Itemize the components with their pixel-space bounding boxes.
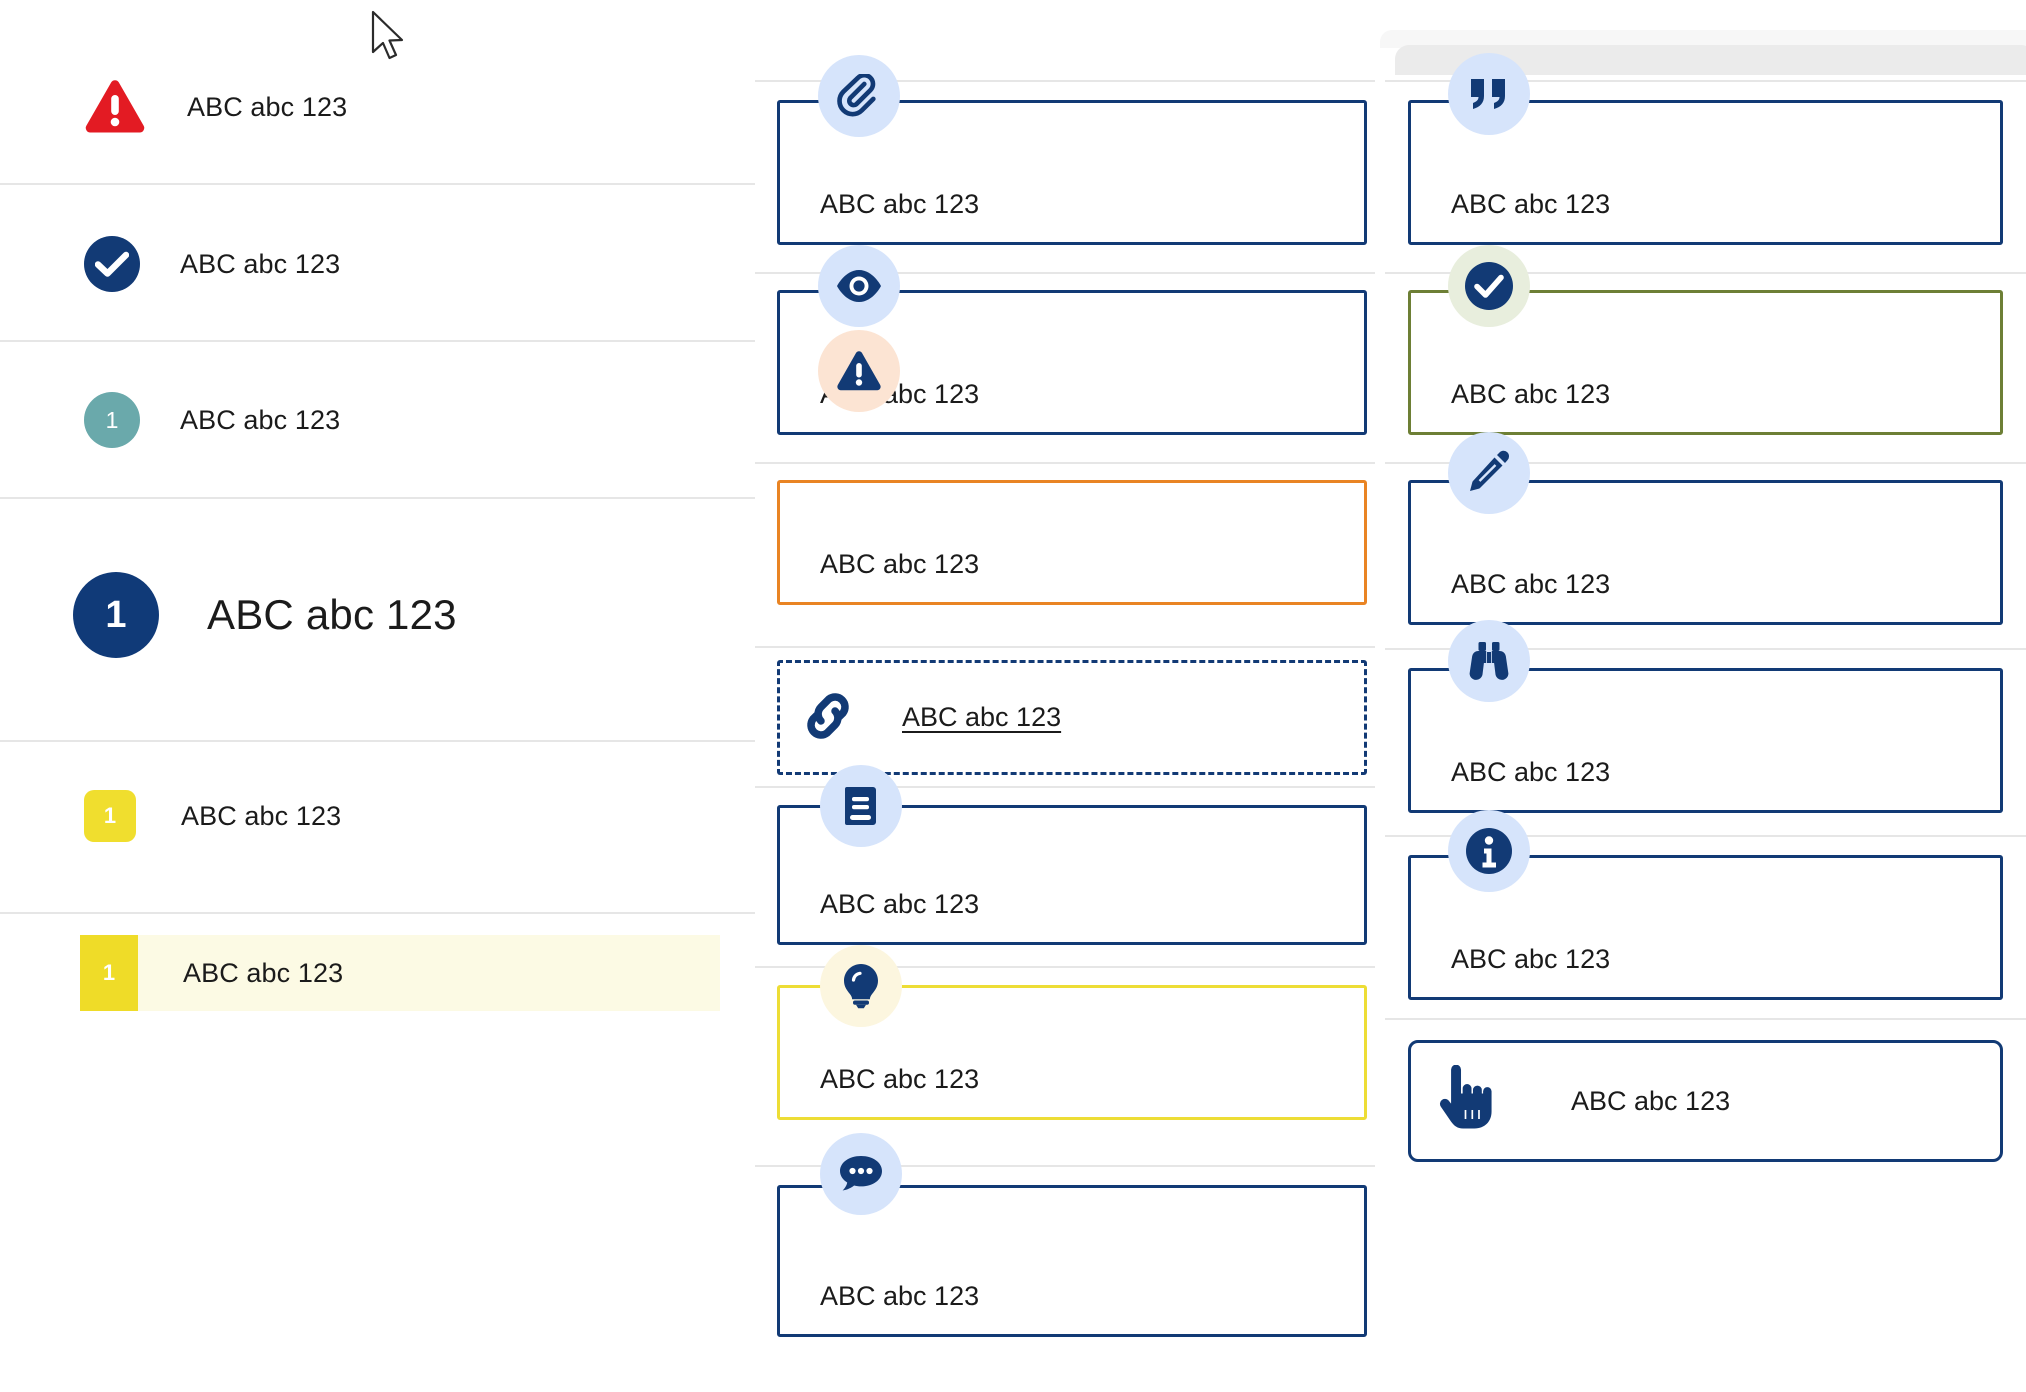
list-item-label: ABC abc 123: [183, 957, 344, 988]
divider: [755, 786, 1375, 788]
card-label: ABC abc 123: [1451, 757, 1611, 787]
divider: [1385, 272, 2026, 274]
list-item[interactable]: 1 ABC abc 123: [84, 390, 340, 450]
badge-value: 1: [102, 960, 116, 985]
card-attachment[interactable]: ABC abc 123: [777, 100, 1367, 245]
divider: [1385, 80, 2026, 82]
number-badge-icon: 1: [80, 935, 138, 1011]
badge-value: 1: [103, 803, 117, 828]
list-item[interactable]: ABC abc 123: [84, 234, 340, 294]
mouse-pointer-icon: [370, 10, 410, 66]
eye-icon: [818, 245, 900, 327]
divider: [1385, 1018, 2026, 1020]
avatar-badge-large-icon: 1: [73, 572, 159, 658]
avatar-value: 1: [105, 593, 127, 636]
chat-bubble-icon: [820, 1133, 902, 1215]
divider: [0, 340, 755, 342]
card-label: ABC abc 123: [1451, 569, 1611, 599]
check-circle-icon: [1448, 245, 1530, 327]
divider: [1385, 648, 2026, 650]
list-item-label: ABC abc 123: [187, 91, 348, 122]
card-action[interactable]: ABC abc 123: [1408, 1040, 2003, 1162]
info-circle-icon: [1448, 810, 1530, 892]
left-column: ABC abc 123 ABC abc 123 1 ABC abc 123 1 …: [0, 0, 755, 1392]
link-chain-icon: [800, 690, 856, 747]
avatar-value: 1: [105, 406, 119, 433]
list-item[interactable]: ABC abc 123: [84, 72, 347, 142]
card-label: ABC abc 123: [820, 549, 980, 579]
list-item-selected[interactable]: 1 ABC abc 123: [80, 935, 720, 1011]
divider: [755, 1165, 1375, 1167]
card-warning[interactable]: ABC abc 123: [777, 480, 1367, 605]
warning-triangle-icon: [84, 79, 146, 135]
divider: [0, 183, 755, 185]
pointing-hand-icon: [1436, 1064, 1498, 1144]
binoculars-icon: [1448, 620, 1530, 702]
divider: [0, 740, 755, 742]
list-item-label: ABC abc 123: [181, 800, 342, 831]
divider: [755, 462, 1375, 464]
warning-triangle-icon: [818, 330, 900, 412]
card-label: ABC abc 123: [1451, 379, 1611, 409]
divider: [1385, 462, 2026, 464]
divider: [755, 646, 1375, 648]
list-item-label: ABC abc 123: [180, 404, 341, 435]
card-link[interactable]: ABC abc 123: [777, 660, 1367, 775]
card-label: ABC abc 123: [820, 1281, 980, 1311]
divider: [755, 966, 1375, 968]
divider: [1385, 835, 2026, 837]
lightbulb-icon: [820, 945, 902, 1027]
avatar-badge-icon: 1: [84, 392, 140, 448]
divider: [755, 80, 1375, 82]
card-label: ABC abc 123: [820, 1064, 980, 1094]
quote-icon: [1448, 53, 1530, 135]
number-badge-icon: 1: [84, 790, 136, 842]
top-panel-shadow: [1380, 30, 2026, 48]
book-icon: [820, 765, 902, 847]
list-item-label: ABC abc 123: [207, 591, 457, 638]
check-circle-icon: [84, 236, 140, 292]
card-label: ABC abc 123: [1451, 944, 1611, 974]
card-label: ABC abc 123: [820, 889, 980, 919]
card-label: ABC abc 123: [1571, 1085, 1731, 1116]
paperclip-icon: [818, 55, 900, 137]
card-label: ABC abc 123: [1451, 189, 1611, 219]
divider: [0, 497, 755, 499]
card-label: ABC abc 123: [820, 189, 980, 219]
card-link-label[interactable]: ABC abc 123: [902, 702, 1062, 732]
divider: [755, 272, 1375, 274]
list-item[interactable]: 1 ABC abc 123: [84, 786, 341, 846]
list-item-label: ABC abc 123: [180, 248, 341, 279]
list-item[interactable]: 1 ABC abc 123: [73, 570, 457, 660]
pencil-icon: [1448, 432, 1530, 514]
divider: [0, 912, 755, 914]
